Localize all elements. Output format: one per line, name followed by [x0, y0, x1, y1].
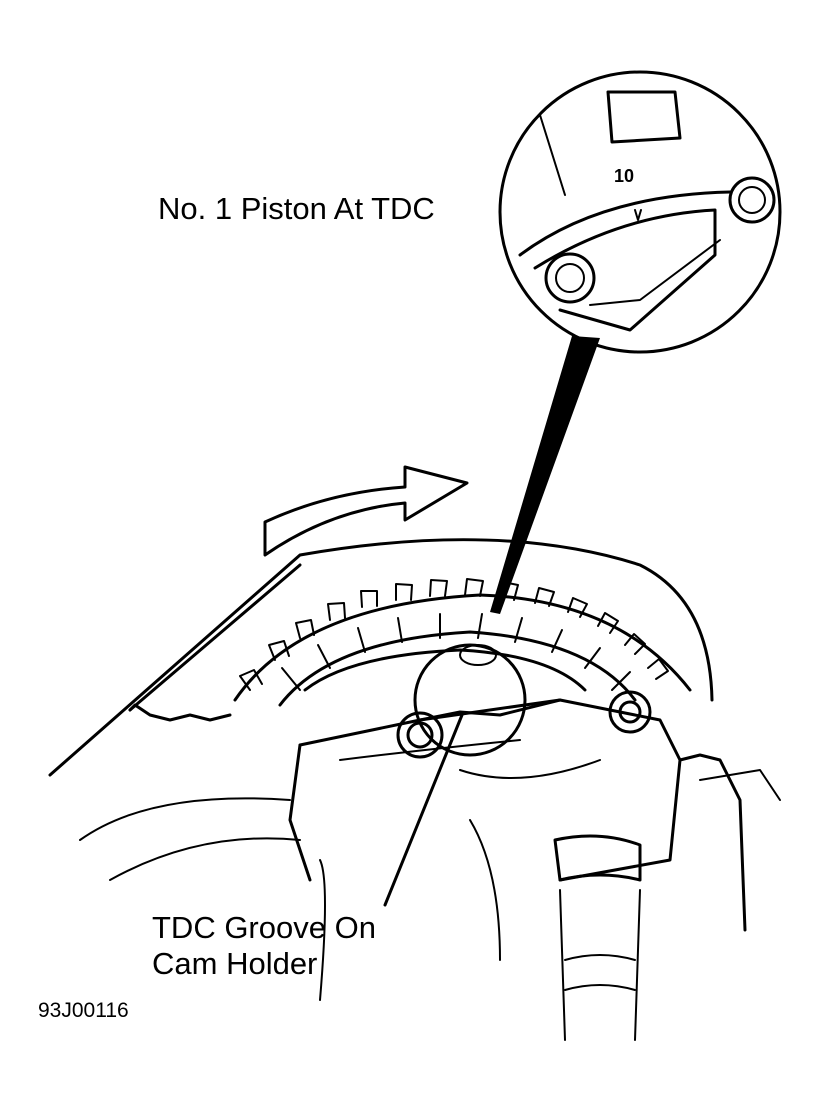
cylinder-head-outline: [128, 703, 747, 932]
piston-tdc-label: No. 1 Piston At TDC: [158, 191, 435, 226]
cam-sprocket: [233, 578, 692, 707]
tdc-groove-label: TDC Groove On Cam Holder: [152, 910, 376, 981]
inset-timing-mark: 10: [614, 166, 634, 186]
callout-leader-wedge: [490, 336, 600, 614]
rotation-arrow: [263, 465, 469, 557]
tdc-groove-label-line2: Cam Holder: [152, 945, 318, 981]
figure-id: 93J00116: [38, 999, 129, 1022]
tdc-groove-label-line1: TDC Groove On: [152, 910, 376, 945]
groove-leader: [383, 713, 464, 907]
belt-cover-edge: [48, 538, 714, 777]
cam-holder: [288, 690, 682, 1041]
magnified-inset: [498, 70, 782, 354]
